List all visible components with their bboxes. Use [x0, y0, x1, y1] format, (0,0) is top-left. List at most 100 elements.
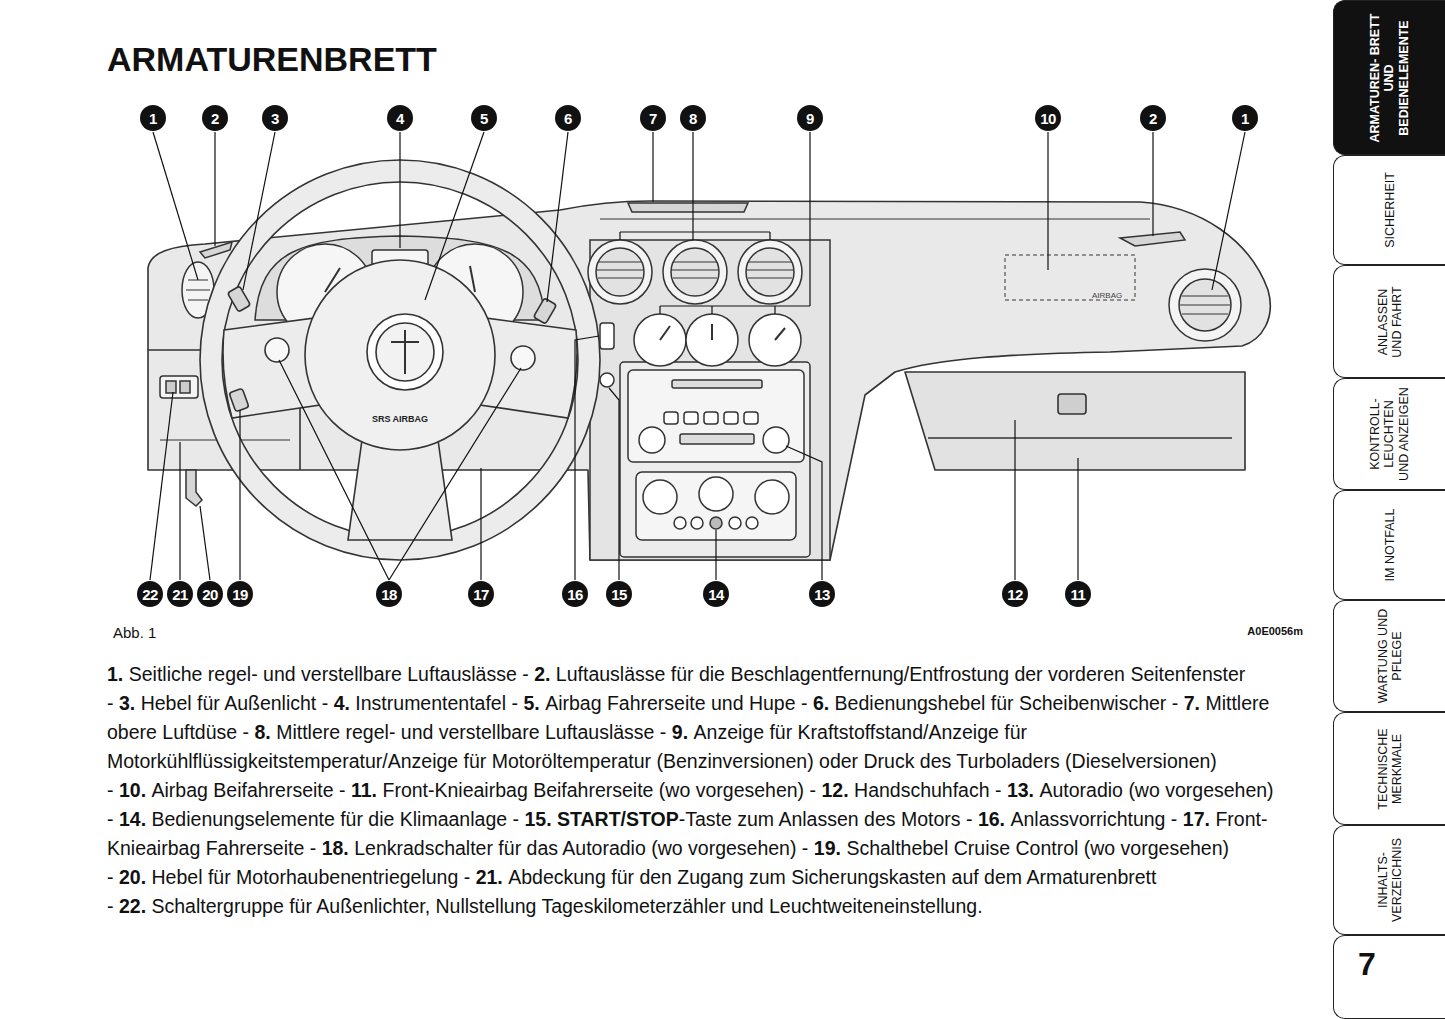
leader-lines — [786, 446, 822, 580]
page-number-tab: 7 — [1333, 935, 1445, 1019]
callout-number: 2 — [202, 105, 228, 131]
callout-label: 19 — [232, 587, 248, 602]
item-number: 4. — [334, 692, 350, 714]
tab-label: KONTROLL- LEUCHTEN UND ANZEIGEN — [1368, 386, 1411, 482]
air-vents — [200, 242, 232, 258]
item-number: 11. — [351, 779, 377, 801]
callout-number: 11 — [1065, 581, 1091, 607]
callout-label: 18 — [381, 587, 397, 602]
leader-lines — [243, 132, 275, 290]
left-controls — [186, 470, 202, 506]
air-vents — [628, 203, 748, 212]
airbag-marking: SRS AIRBAG — [372, 414, 428, 424]
item-number: 16. — [978, 808, 1005, 830]
page-title: ARMATURENBRETT — [107, 40, 437, 79]
center-console — [674, 517, 686, 529]
left-controls — [160, 376, 202, 506]
center-console — [699, 477, 733, 511]
airbag-marking: AIRBAG — [1092, 291, 1122, 300]
item-description: Hebel für Motorhaubenentriegelung - — [152, 866, 471, 888]
callout-label: 7 — [649, 111, 657, 126]
item-number: 5. — [523, 692, 539, 714]
steering-wheel — [376, 323, 434, 381]
dashboard-body — [928, 437, 1232, 439]
callout-label: 2 — [211, 111, 219, 126]
tab-label: TECHNISCHE MERKMALE — [1375, 720, 1404, 817]
dashboard-body — [600, 219, 1150, 220]
dashboard-body — [1058, 394, 1086, 414]
steering-wheel — [265, 338, 289, 362]
callout-number: 20 — [197, 581, 223, 607]
leader-lines — [425, 132, 484, 300]
item-number: 15. — [524, 808, 551, 830]
callout-number: 16 — [562, 581, 588, 607]
callout-label: 16 — [567, 587, 583, 602]
center-console — [643, 480, 677, 514]
small-gauges — [660, 324, 785, 340]
callout-label: 4 — [396, 111, 404, 126]
tab-label: IM NOTFALL — [1382, 498, 1396, 592]
item-description: Hebel für Außenlicht - — [141, 692, 329, 714]
item-number: 13. — [1007, 779, 1034, 801]
center-console — [600, 323, 614, 349]
item-description: Handschuhfach - — [854, 779, 1001, 801]
tab-label: ARMATUREN- BRETT UND BEDIENELEMENTE — [1368, 8, 1411, 147]
center-console — [680, 434, 754, 444]
item-description: Anlassvorrichtung - — [1010, 808, 1177, 830]
leader-lines — [279, 360, 521, 580]
steering-wheel — [348, 440, 452, 540]
legend-paragraph: 1.Seitliche regel- und verstellbare Luft… — [107, 660, 1303, 921]
callout-number: 9 — [797, 105, 823, 131]
callout-label: 2 — [1149, 111, 1157, 126]
item-number: 3. — [119, 692, 135, 714]
left-controls — [166, 381, 176, 393]
callout-number: 15 — [606, 581, 632, 607]
steering-wheel — [391, 330, 419, 374]
leader-lines — [1014, 420, 1015, 580]
left-controls — [180, 381, 190, 393]
callout-number: 21 — [167, 581, 193, 607]
dashboard-body — [148, 201, 1270, 560]
callout-label: 6 — [564, 111, 572, 126]
callout-number: 6 — [555, 105, 581, 131]
item-number: 2. — [534, 663, 550, 685]
item-description: Mittlere regel- und verstellbare Luftaus… — [276, 721, 666, 743]
callout-number: 10 — [1035, 105, 1061, 131]
item-number: 21. — [476, 866, 503, 888]
callout-label: 15 — [611, 587, 627, 602]
center-console — [600, 373, 614, 387]
small-gauges — [634, 314, 801, 366]
chapter-tab: IM NOTFALL — [1333, 490, 1445, 600]
callout-label: 14 — [708, 587, 724, 602]
center-console — [628, 370, 804, 462]
item-description: Seitliche regel- und verstellbare Luftau… — [129, 663, 529, 685]
callout-number: 14 — [703, 581, 729, 607]
tab-label: ANLASSEN UND FAHRT — [1375, 273, 1404, 370]
center-console — [672, 380, 762, 388]
item-description: Airbag Beifahrerseite - — [152, 779, 346, 801]
callout-number: 1 — [140, 105, 166, 131]
leader-lines — [150, 132, 1245, 580]
center-console — [710, 517, 722, 529]
item-description: -Taste zum Anlassen des Motors - — [679, 808, 973, 830]
item-number: 22. — [119, 895, 146, 917]
leader-lines — [547, 132, 568, 302]
dashboard-body — [1005, 255, 1135, 300]
steering-wheel — [305, 260, 495, 450]
center-console — [704, 412, 718, 424]
steering-wheel — [367, 314, 443, 390]
figure-note: A0E0056m — [1247, 625, 1303, 637]
page-number: 7 — [1358, 948, 1376, 980]
tab-label: WARTUNG UND PFLEGE — [1375, 608, 1404, 704]
leader-lines — [609, 388, 619, 580]
item-description: Bedienungselemente für die Klimaanlage - — [152, 808, 519, 830]
item-number: 18. — [322, 837, 349, 859]
title-text: ARMATURENBRETT — [107, 40, 437, 78]
steering-wheel — [229, 388, 249, 412]
center-console — [636, 472, 796, 540]
item-number: 7. — [1184, 692, 1200, 714]
leader-lines — [620, 132, 770, 240]
item-number: 8. — [254, 721, 270, 743]
chapter-tab: ANLASSEN UND FAHRT — [1333, 265, 1445, 378]
